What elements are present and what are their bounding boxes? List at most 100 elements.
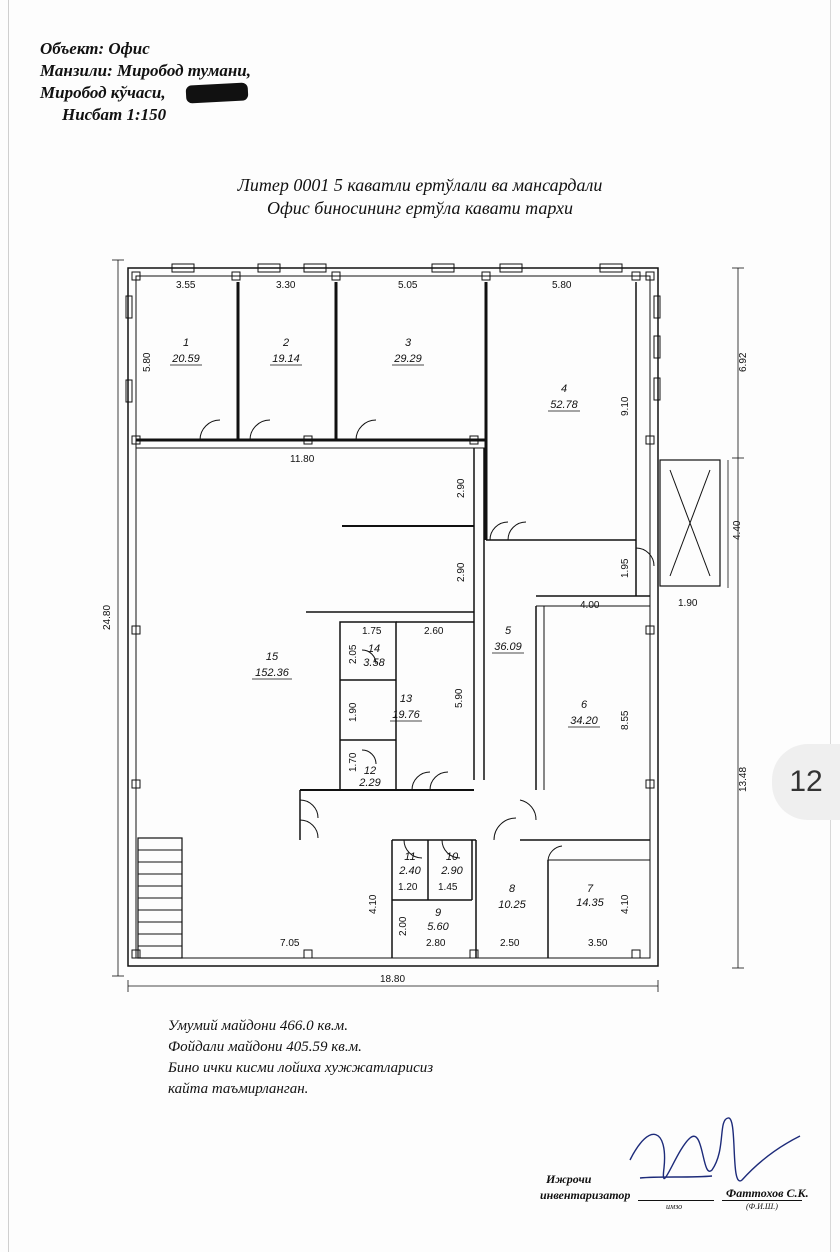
room-1-number: 1 bbox=[183, 337, 189, 349]
address-line-1: Манзили: Миробод тумани, bbox=[40, 61, 251, 80]
stair-box bbox=[659, 459, 721, 587]
door-r2 bbox=[249, 419, 271, 441]
address-line-2: Миробод кўчаси, bbox=[40, 83, 166, 102]
dim-w-400: 4.00 bbox=[580, 600, 600, 611]
room-14-area: 3.58 bbox=[363, 657, 385, 669]
room-11-number: 11 bbox=[404, 851, 415, 863]
dimension-lines bbox=[112, 259, 744, 992]
door-r10 bbox=[441, 839, 461, 859]
dim-w-705: 7.05 bbox=[280, 938, 300, 949]
dim-total-1880: 18.80 bbox=[380, 974, 405, 985]
room-12-number: 12 bbox=[364, 765, 376, 777]
dim-w-280: 2.80 bbox=[426, 938, 446, 949]
sheet-right-edge bbox=[830, 0, 831, 1252]
dim-h-590: 5.90 bbox=[454, 688, 465, 708]
dim-r5-195: 1.95 bbox=[620, 558, 631, 578]
remark-line-1: Бино ички кисми лойиха хужжатларисиз bbox=[168, 1060, 434, 1076]
room-3-area: 29.29 bbox=[393, 353, 422, 365]
room-8-area: 10.25 bbox=[498, 899, 526, 911]
dim-w-250: 2.50 bbox=[500, 938, 520, 949]
dim-right-692: 6.92 bbox=[738, 352, 749, 372]
dim-w-190: 1.90 bbox=[678, 598, 698, 609]
room-7-number: 7 bbox=[587, 883, 594, 895]
room-11-area: 2.40 bbox=[398, 865, 421, 877]
room-3-number: 3 bbox=[405, 337, 412, 349]
dim-h-170: 1.70 bbox=[348, 752, 359, 772]
name-caption: (Ф.И.Ш.) bbox=[746, 1202, 778, 1211]
dim-h-205: 2.05 bbox=[348, 644, 359, 664]
room-9-area: 5.60 bbox=[427, 921, 449, 933]
plan-title-line-1: Литер 0001 5 каватли ертўлали ва мансард… bbox=[237, 175, 603, 195]
dimension-labels: 3.55 3.30 5.05 5.80 5.80 9.10 6.92 11.80… bbox=[102, 280, 749, 985]
outer-wall-inner bbox=[135, 275, 651, 959]
door-r7 bbox=[547, 845, 563, 861]
signer-role-1: Ижрочи bbox=[546, 1172, 592, 1186]
page-number-badge: 12 bbox=[772, 744, 840, 820]
sheet-left-edge bbox=[8, 0, 9, 1252]
door-r3 bbox=[355, 419, 377, 441]
door-r4a bbox=[489, 521, 509, 541]
dim-w-175: 1.75 bbox=[362, 626, 382, 637]
room-15-area: 152.36 bbox=[255, 667, 290, 679]
room-10-number: 10 bbox=[446, 851, 459, 863]
sign-line bbox=[638, 1200, 714, 1201]
dim-h-200: 2.00 bbox=[398, 916, 409, 936]
dim-h-855: 8.55 bbox=[620, 710, 631, 730]
door-r11 bbox=[403, 839, 423, 859]
room-1-area: 20.59 bbox=[171, 353, 200, 365]
dim-w-120: 1.20 bbox=[398, 882, 418, 893]
door-r12 bbox=[361, 749, 377, 765]
stair-cross-2 bbox=[669, 469, 711, 577]
column-markers bbox=[131, 271, 655, 959]
scale-label: Нисбат 1:150 bbox=[62, 105, 167, 124]
dim-h-410a: 4.10 bbox=[368, 894, 379, 914]
room-14-number: 14 bbox=[368, 643, 380, 655]
outer-wall-outer bbox=[127, 267, 659, 967]
dim-corr-1180: 11.80 bbox=[290, 454, 315, 465]
dim-right-1348: 13.48 bbox=[738, 767, 749, 792]
room-13-number: 13 bbox=[400, 693, 413, 705]
object-line: Объект: Офис bbox=[40, 39, 150, 58]
door-stair bbox=[635, 547, 655, 567]
door-r13a bbox=[411, 771, 431, 791]
room-5-area: 36.09 bbox=[494, 641, 522, 653]
dim-h-290b: 2.90 bbox=[456, 562, 467, 582]
dim-w-145: 1.45 bbox=[438, 882, 458, 893]
name-line bbox=[722, 1200, 802, 1201]
door-r13b bbox=[429, 771, 449, 791]
room-9-number: 9 bbox=[435, 907, 441, 919]
door-r4b bbox=[507, 521, 527, 541]
signer-name: Фаттохов С.К. bbox=[726, 1186, 809, 1200]
room-7-area: 14.35 bbox=[576, 897, 604, 909]
signature-scribble bbox=[629, 1117, 801, 1182]
dim-stair-440: 4.40 bbox=[732, 520, 743, 540]
room-15-number: 15 bbox=[266, 651, 279, 663]
dim-r4-h: 9.10 bbox=[620, 396, 631, 416]
dim-h-190: 1.90 bbox=[348, 702, 359, 722]
room-12-area: 2.29 bbox=[358, 777, 380, 789]
room-13-area: 19.76 bbox=[392, 709, 420, 721]
room-10-area: 2.90 bbox=[440, 865, 463, 877]
door-vest-b bbox=[299, 819, 319, 839]
total-area: Умумий майдони 466.0 кв.м. bbox=[168, 1018, 348, 1034]
dim-h-290a: 2.90 bbox=[456, 478, 467, 498]
sign-caption: имзо bbox=[666, 1202, 683, 1211]
room-8-number: 8 bbox=[509, 883, 516, 895]
room-4-number: 4 bbox=[561, 383, 567, 395]
windows-top bbox=[171, 263, 623, 273]
dim-top-355: 3.55 bbox=[176, 280, 196, 291]
area-underlines bbox=[170, 364, 600, 728]
room-6-area: 34.20 bbox=[570, 715, 598, 727]
dim-r1-h: 5.80 bbox=[142, 352, 153, 372]
plan-title-line-2: Офис биносининг ертўла кавати тархи bbox=[267, 198, 573, 218]
dim-top-330: 3.30 bbox=[276, 280, 296, 291]
door-r1 bbox=[199, 419, 221, 441]
dim-w-350: 3.50 bbox=[588, 938, 608, 949]
useful-area: Фойдали майдони 405.59 кв.м. bbox=[168, 1039, 362, 1055]
room-6-number: 6 bbox=[581, 699, 588, 711]
dim-w-260: 2.60 bbox=[424, 626, 444, 637]
stair-steps bbox=[138, 849, 182, 947]
notes-block: Умумий майдони 466.0 кв.м. Фойдали майдо… bbox=[168, 1016, 433, 1100]
door-vest-a bbox=[299, 799, 319, 819]
